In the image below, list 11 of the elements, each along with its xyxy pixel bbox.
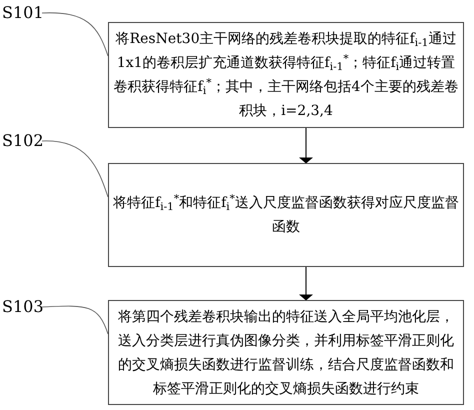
arrow xyxy=(299,266,313,300)
leader-line xyxy=(42,306,108,334)
process-box: 将第四个残差卷积块输出的特征送入全局平均池化层，送入分类层进行真伪图像分类，并利用标签平滑正则化的交叉熵损失函数进行监督训练，结合尺度监督函数和标签平滑正则化的交叉熵损失函数进行约束 xyxy=(108,300,464,405)
step-label: S102 xyxy=(2,131,42,151)
arrow xyxy=(299,128,313,164)
step-label: S103 xyxy=(2,297,42,317)
leader-line xyxy=(42,12,108,56)
process-box: 将ResNet30主干网络的残差卷积块提取的特征f$_{i-1}$通过1x1的卷积层扩充通道数获得特征f$_{i-1}$$^{*}$；特征f$_{i}$通过转置卷积获得特征f$_{i}$$^{*}$；其中，主干网络包括4个主要的残差卷积块，i=2,3,4 xyxy=(108,22,464,128)
leader-line xyxy=(42,140,108,198)
process-box: 将特征f$_{i-1}$$^{*}$和特征f$_{i}$$^{*}$送入尺度监督函数获得对应尺度监督函数 xyxy=(108,163,464,267)
step-label: S101 xyxy=(2,3,42,23)
